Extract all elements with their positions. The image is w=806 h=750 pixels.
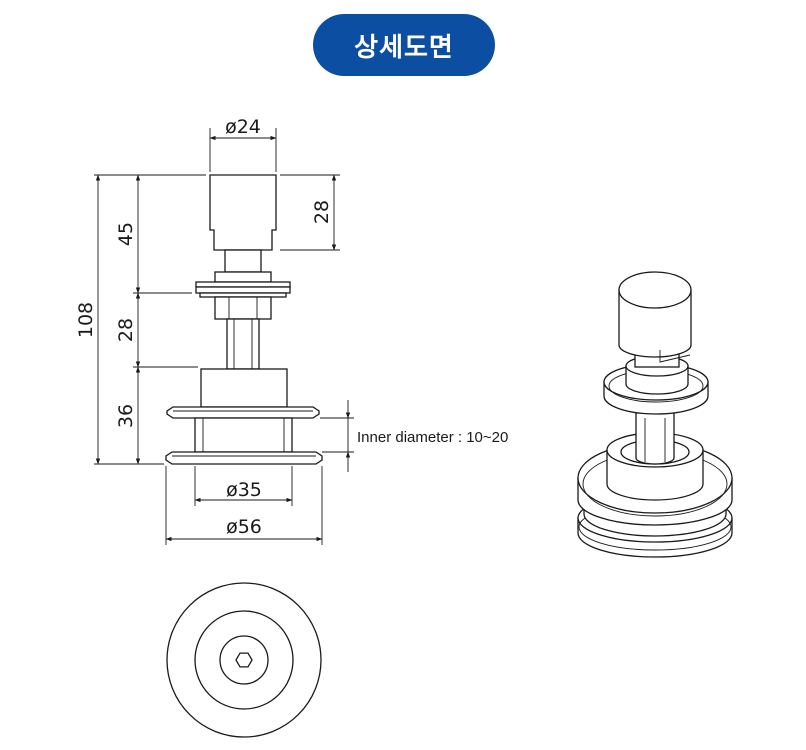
dim-left-stack: 108 45 28 36 [75,174,206,465]
threaded-rod [226,318,260,370]
dim-outer-base-label: ø56 [226,516,262,538]
inner-diameter-note: Inner diameter : 10~20 [357,429,508,446]
dim-top-diameter-label: ø24 [225,116,261,138]
upper-washer-top [195,281,291,288]
dim-inner-diameter: Inner diameter : 10~20 [320,400,508,472]
bottom-view [166,582,322,738]
base-plate [165,451,323,465]
dim-middle-height-label: 28 [115,318,137,342]
dim-head-height-label: 28 [311,200,333,224]
dim-head-height: 28 [280,174,340,251]
dim-upper-height-label: 45 [115,222,137,246]
upper-body [200,368,288,408]
front-elevation [165,174,323,465]
lower-body [194,417,293,453]
upper-nut [214,271,272,283]
isometric-view [577,271,733,558]
dim-lower-height-label: 36 [115,404,137,428]
hex-socket-icon [235,652,253,668]
hex-nut [214,296,272,320]
dim-inner-base-label: ø35 [226,479,262,501]
dim-top-diameter: ø24 [209,116,277,172]
dim-base-diameters: ø35 ø56 [165,466,323,545]
upper-neck [224,249,262,273]
head-cap [209,174,277,251]
flange-top [166,406,320,419]
dim-total-height-label: 108 [75,302,97,338]
upper-washer-bottom [195,286,291,294]
page-title: 상세도면 [313,14,495,76]
